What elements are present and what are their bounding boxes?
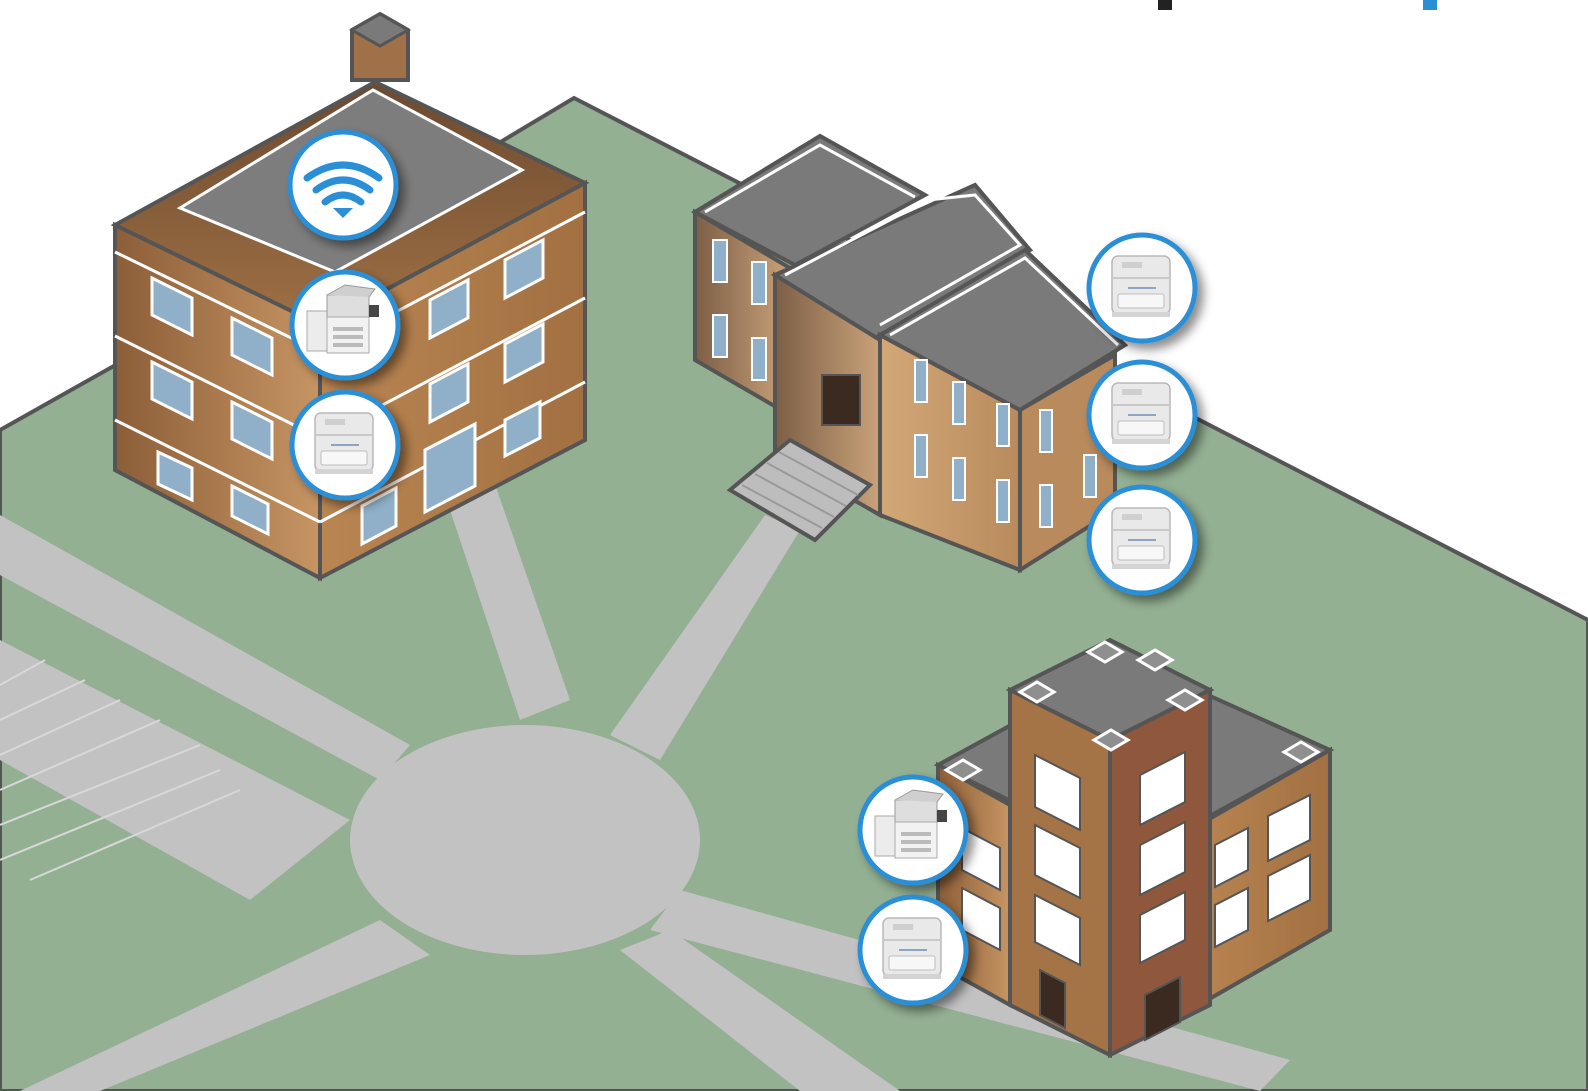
- laser-printer-icon: [1111, 382, 1171, 445]
- top-bar-mark-dark: [1158, 0, 1172, 10]
- wifi-badge[interactable]: [287, 129, 399, 241]
- printer-badge-s-1[interactable]: [857, 774, 969, 886]
- printer-badge-s-2[interactable]: [857, 894, 969, 1006]
- north-east-building: [690, 133, 1129, 574]
- printer-badge-ne-3[interactable]: [1086, 484, 1198, 596]
- printer-badge-nw-2[interactable]: [289, 389, 401, 501]
- wifi-icon: [303, 161, 383, 206]
- laser-printer-icon: [314, 412, 374, 475]
- laser-printer-icon: [1111, 255, 1171, 318]
- printer-badge-ne-2[interactable]: [1086, 359, 1198, 471]
- parking-lot-lines: [0, 659, 241, 881]
- laser-printer-icon: [1111, 507, 1171, 570]
- laser-printer-icon: [882, 917, 942, 980]
- printer-badge-nw-1[interactable]: [289, 269, 401, 381]
- top-bar-mark-blue: [1423, 0, 1437, 10]
- printer-badge-ne-1[interactable]: [1086, 232, 1198, 344]
